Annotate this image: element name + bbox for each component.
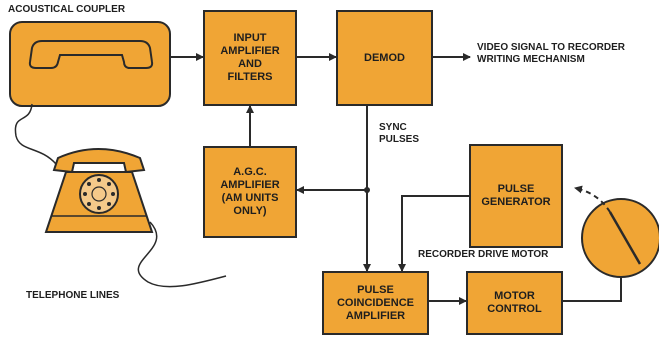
acoustical-coupler-caption: ACOUSTICAL COUPLER [8,4,125,16]
pulse-generator-block: PULSE GENERATOR [469,144,563,248]
dial-telephone-icon [46,149,152,232]
motor-control-label: MOTOR CONTROL [487,290,541,316]
pulse-coincidence-label: PULSE COINCIDENCE AMPLIFIER [337,284,414,323]
pulse-generator-label: PULSE GENERATOR [481,183,550,209]
input-amplifier-block: INPUT AMPLIFIER AND FILTERS [203,10,297,106]
acoustical-coupler-icon [10,22,170,106]
agc-amplifier-block: A.G.C. AMPLIFIER (AM UNITS ONLY) [203,146,297,238]
drive-motor-dial-icon [575,188,659,277]
agc-amplifier-label: A.G.C. AMPLIFIER (AM UNITS ONLY) [220,166,279,218]
demod-label: DEMOD [364,52,405,65]
demod-block: DEMOD [336,10,433,106]
recorder-drive-motor-caption: RECORDER DRIVE MOTOR [418,249,548,261]
pulse-coincidence-block: PULSE COINCIDENCE AMPLIFIER [322,271,429,335]
input-amplifier-label: INPUT AMPLIFIER AND FILTERS [220,32,279,84]
telephone-lines-caption: TELEPHONE LINES [26,290,119,302]
motor-control-block: MOTOR CONTROL [466,271,563,335]
sync-pulses-caption: SYNC PULSES [379,122,419,146]
video-signal-caption: VIDEO SIGNAL TO RECORDER WRITING MECHANI… [477,42,625,66]
